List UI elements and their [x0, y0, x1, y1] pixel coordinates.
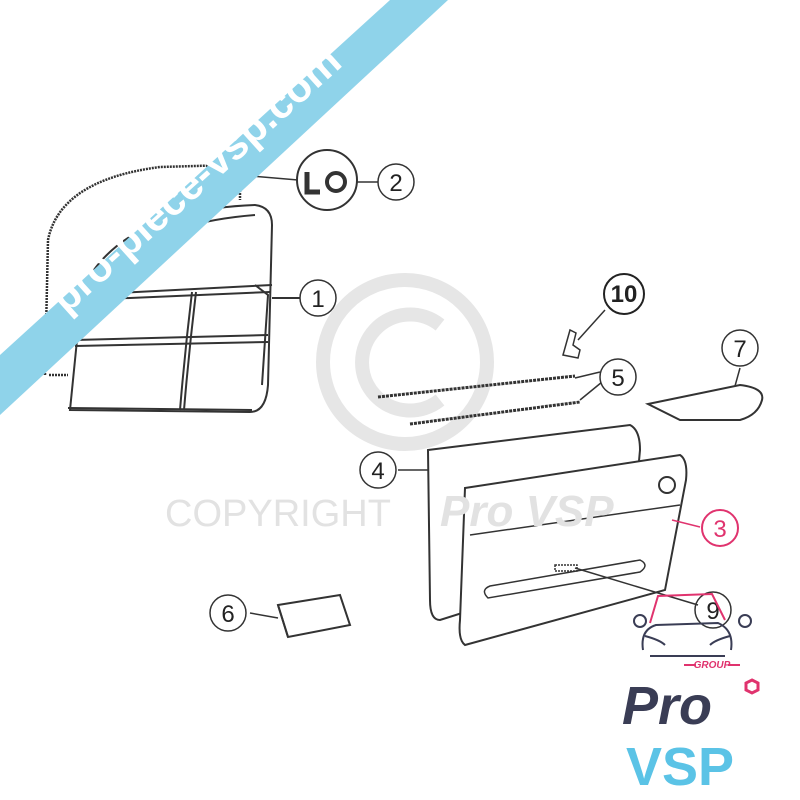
copyright-circle: [316, 273, 494, 451]
callout-5: 5: [599, 358, 637, 396]
svg-text:3: 3: [713, 516, 726, 543]
svg-text:1: 1: [311, 286, 324, 313]
svg-text:7: 7: [733, 336, 746, 363]
copyright-c: [355, 307, 445, 418]
box-part-6: [249, 593, 352, 639]
callout-4: 4: [359, 451, 397, 489]
website-banner: pro-piece-vsp.com: [0, 0, 448, 415]
brand-watermark-text: Pro VSP: [440, 487, 614, 536]
copyright-watermark: COPYRIGHT Pro VSP: [165, 487, 614, 536]
callout-2: 2: [377, 163, 415, 201]
strips-part-5: [377, 374, 581, 426]
svg-text:2: 2: [389, 170, 402, 197]
callout-3: 3: [701, 509, 739, 547]
clip-part-10: [562, 328, 581, 359]
logo-group-text: GROUP: [694, 660, 731, 671]
svg-text:5: 5: [611, 365, 624, 392]
logo-pro-text: Pro: [622, 676, 712, 736]
svg-text:6: 6: [221, 601, 234, 628]
copyright-text: COPYRIGHT: [165, 493, 391, 535]
copyright-symbol: [316, 273, 494, 451]
panel-part-3: [458, 453, 701, 647]
svg-text:9: 9: [706, 598, 719, 625]
svg-text:4: 4: [371, 458, 384, 485]
callout-7: 7: [721, 329, 759, 367]
provsp-logo: GROUP Pro VSP: [622, 592, 760, 797]
callout-6: 6: [209, 594, 247, 632]
logo-vsp-text: VSP: [626, 737, 734, 797]
callout-10: 10: [603, 273, 645, 315]
nut-icon: [744, 678, 760, 695]
callout-1: 1: [299, 279, 337, 317]
trim-part-7: [644, 383, 764, 421]
svg-text:10: 10: [611, 281, 638, 308]
